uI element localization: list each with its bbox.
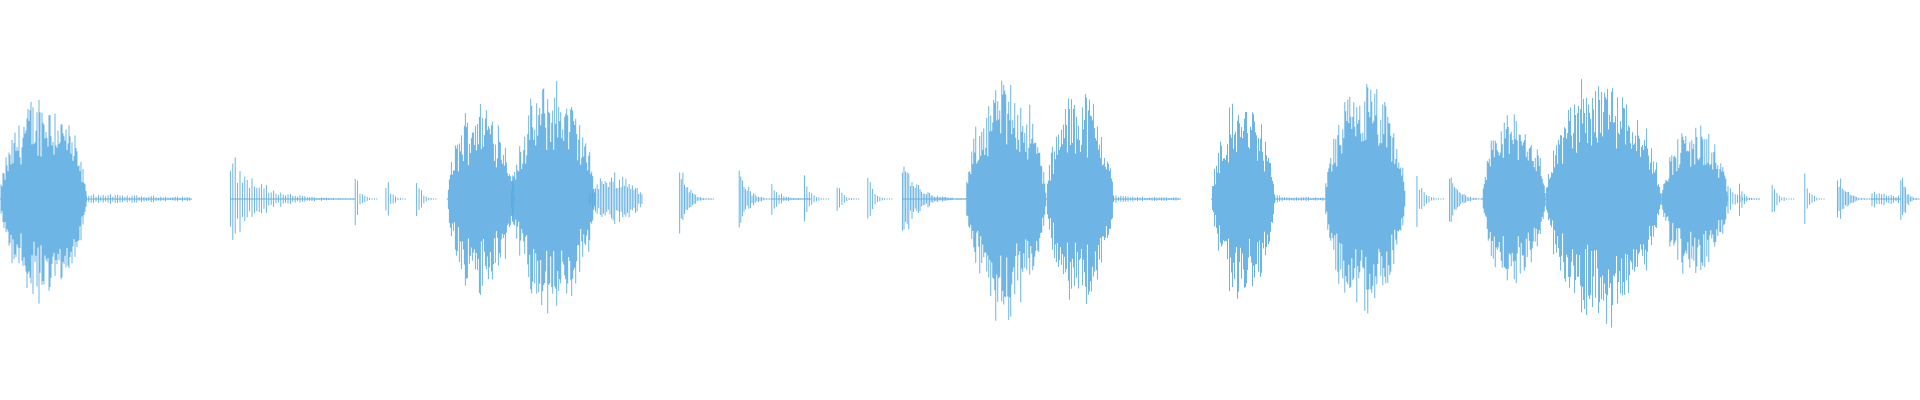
waveform-segment: [679, 172, 714, 234]
waveform-segment: [738, 170, 772, 228]
waveform-segment: [1900, 177, 1920, 221]
waveform-segment: [836, 187, 860, 211]
waveform-segment: [1804, 173, 1825, 224]
waveform-segment: [354, 178, 378, 226]
waveform-segment: [1771, 184, 1795, 213]
waveform-segment: [1449, 177, 1483, 223]
waveform-segment: [1739, 183, 1760, 217]
waveform-segment: [1481, 114, 1546, 284]
waveform-segment: [1727, 186, 1760, 214]
waveform-segment: [1324, 83, 1406, 314]
waveform-segment: [385, 182, 406, 216]
waveform-segment: [510, 80, 596, 314]
waveform-segment: [965, 80, 1047, 321]
waveform-segment: [1545, 79, 1662, 328]
waveform-segment: [446, 103, 515, 295]
waveform-segment: [0, 99, 87, 304]
waveform-segment: [1416, 175, 1444, 227]
waveform-segment: [1045, 93, 1114, 305]
waveform-segment: [587, 172, 643, 224]
waveform-segment: [1660, 125, 1729, 274]
waveform-bars: [0, 79, 1920, 328]
waveform-segment: [1836, 178, 1872, 219]
waveform-segment: [416, 183, 437, 217]
waveform-segment: [867, 177, 893, 219]
waveform-segment: [1871, 191, 1899, 208]
waveform-segment: [1211, 103, 1275, 299]
